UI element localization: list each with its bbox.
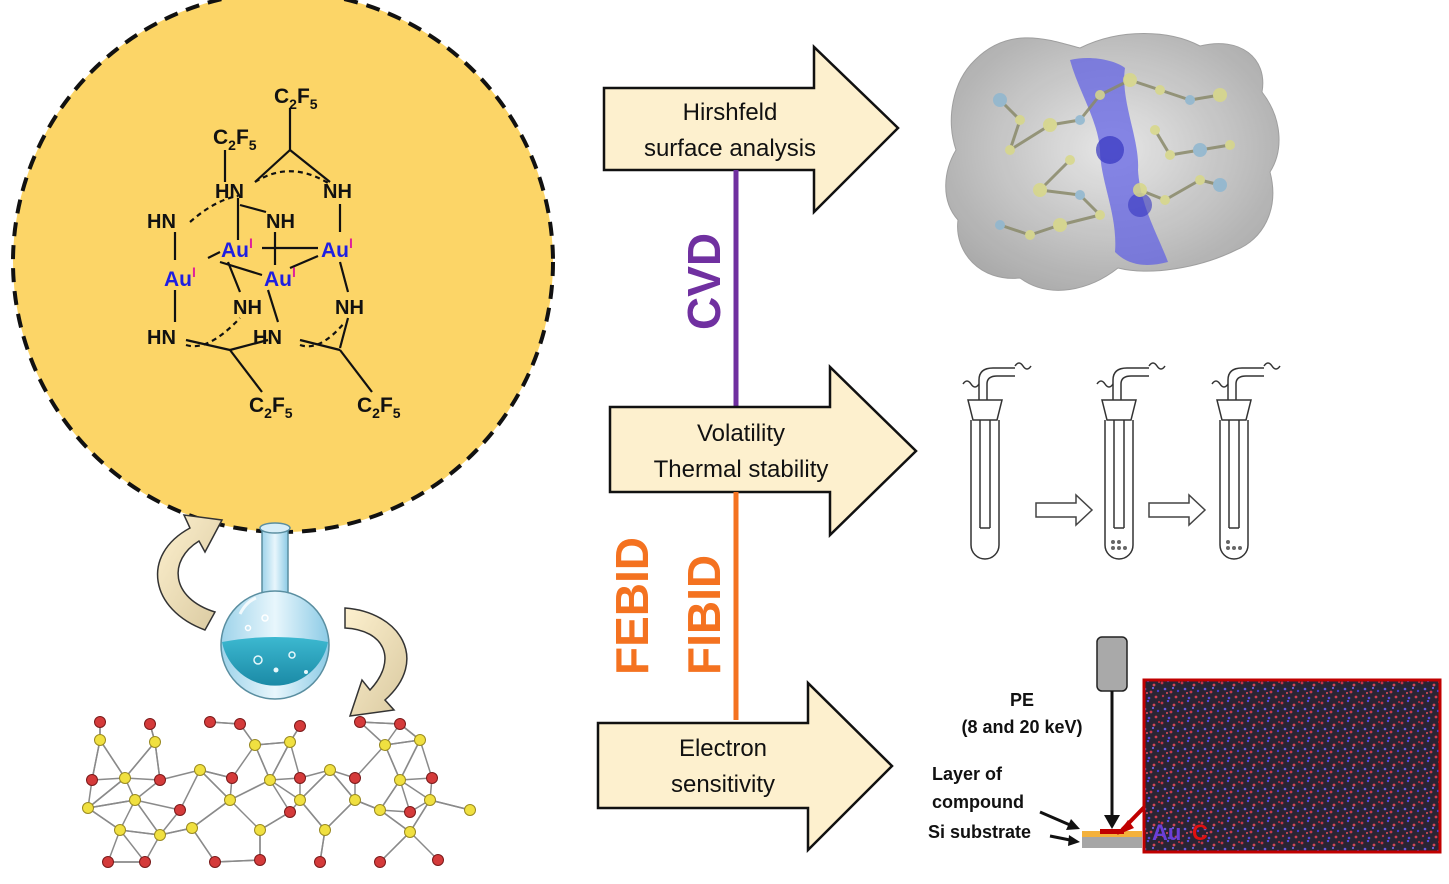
c2f5-group-top: C2F5	[274, 85, 318, 112]
svg-text:sensitivity: sensitivity	[671, 771, 775, 798]
svg-text:Electron: Electron	[679, 735, 767, 762]
round-bottom-flask	[220, 522, 330, 700]
svg-text:C2F5: C2F5	[249, 394, 293, 421]
process-arrow-volatility: Volatility Thermal stability	[608, 364, 918, 538]
tube-arrow-1	[1035, 493, 1094, 527]
substrate-label: Si substrate	[928, 822, 1031, 842]
hn-label-1: HN	[215, 181, 244, 203]
cycle-arrow-down	[344, 607, 408, 717]
hn-label-3: HN	[147, 327, 176, 349]
process-arrow-electron: Electron sensitivity	[596, 680, 894, 854]
au-atom-3: AuI	[164, 264, 196, 291]
au-atom-4: AuI	[264, 264, 296, 291]
molecule-ball-stick	[993, 73, 1235, 240]
cycle-arrow-up	[156, 514, 224, 631]
c2f5-group-bottom-right: C2F5	[357, 394, 401, 421]
au-atom-2: AuI	[321, 235, 353, 262]
compound-label: compound	[932, 792, 1024, 812]
precursor-molecule: C2F5 C2F5 C2F5 C2F5 HN NH HN NH NH NH HN…	[11, 0, 555, 534]
c2f5-group-upper-left: C2F5	[213, 126, 257, 153]
hn-label-4: HN	[253, 327, 282, 349]
test-tube-2	[1096, 362, 1166, 560]
pe-label: PE	[1010, 690, 1034, 710]
eds-map	[1142, 678, 1442, 854]
test-tube-1	[962, 362, 1032, 560]
si-substrate	[1082, 836, 1142, 848]
eds-c-label: C	[1192, 820, 1208, 845]
nh-label-2: NH	[266, 211, 295, 233]
cvd-label: CVD	[678, 233, 730, 330]
electron-beam-setup: PE (8 and 20 keV) Layer of compound Si s…	[928, 636, 1442, 854]
svg-text:C2F5: C2F5	[274, 85, 318, 112]
nh-label-1: NH	[323, 181, 352, 203]
tube-arrow-2	[1148, 493, 1207, 527]
svg-text:Thermal stability: Thermal stability	[654, 456, 829, 483]
febid-label: FEBID	[606, 537, 658, 675]
svg-text:C2F5: C2F5	[213, 126, 257, 153]
hirshfeld-surface-render	[945, 33, 1280, 291]
eds-au-label: Au	[1152, 820, 1181, 845]
molecule-circle	[11, 0, 555, 534]
electron-gun	[1096, 636, 1128, 692]
svg-text:Hirshfeld: Hirshfeld	[683, 99, 778, 126]
crystal-structure	[82, 716, 476, 868]
fibid-label: FIBID	[678, 555, 730, 675]
hn-label-2: HN	[147, 211, 176, 233]
c2f5-group-bottom-left: C2F5	[249, 394, 293, 421]
pe-energy-label: (8 and 20 keV)	[961, 717, 1082, 737]
nh-label-3: NH	[233, 297, 262, 319]
molecule-bonds	[173, 108, 373, 393]
svg-text:C2F5: C2F5	[357, 394, 401, 421]
sublimation-tubes	[962, 362, 1281, 560]
test-tube-3	[1211, 362, 1281, 560]
nh-label-4: NH	[335, 297, 364, 319]
svg-text:Volatility: Volatility	[697, 420, 785, 447]
au-atom-1: AuI	[221, 235, 253, 262]
layer-label: Layer of	[932, 764, 1003, 784]
process-arrow-hirshfeld: Hirshfeld surface analysis	[602, 44, 900, 216]
synthesis-cycle	[156, 514, 408, 717]
svg-text:surface analysis: surface analysis	[644, 135, 816, 162]
